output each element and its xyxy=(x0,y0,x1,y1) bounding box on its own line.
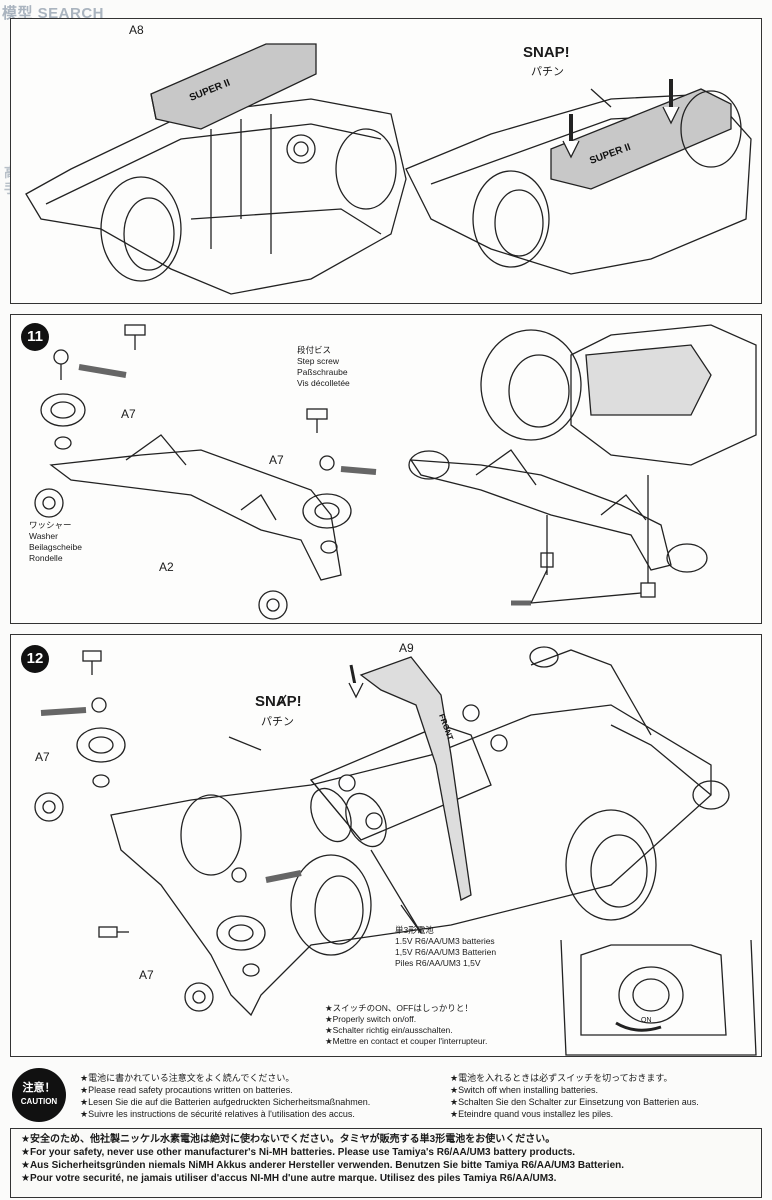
safety-notice-box: ★安全のため、他社製ニッケル水素電池は絶対に使わないでください。タミヤが販売する… xyxy=(10,1128,762,1198)
battery-label: 単3形電池 1.5V R6/AA/UM3 batteries 1,5V R6/A… xyxy=(395,925,497,968)
panel-step-10: SUPER II SUPER II xyxy=(10,18,762,304)
panel-step-12: 12 xyxy=(10,634,762,1057)
label-a2: A2 xyxy=(159,560,174,574)
label-a8: A8 xyxy=(129,23,144,37)
washer-label: ワッシャー Washer Beilagscheibe Rondelle xyxy=(29,520,82,563)
notes-bottom: ★安全のため、他社製ニッケル水素電池は絶対に使わないでください。タミヤが販売する… xyxy=(21,1134,625,1184)
step-screw-label: 段付ビス Step screw Paßschraube Vis décollet… xyxy=(297,345,350,388)
label-a9: A9 xyxy=(399,641,414,655)
panel-step-11: 11 xyxy=(10,314,762,624)
snap-jp-label: パチン xyxy=(531,66,564,78)
notes-left: ★電池に書かれている注意文をよく読んでください。 ★Please read sa… xyxy=(80,1073,371,1119)
snap-label: SNAP! xyxy=(523,44,570,61)
switch-on-label: ON xyxy=(641,1017,652,1024)
label-a7-bottom: A7 xyxy=(139,968,154,982)
switch-note: ★スイッチのON、OFFはしっかりと！ ★Properly switch on/… xyxy=(325,1003,488,1046)
label-a7-top: A7 xyxy=(121,407,136,421)
snap-label: SNAP! xyxy=(255,693,302,710)
step-number-12: 12 xyxy=(21,645,49,673)
watermark: 模型 SEARCH xyxy=(2,5,105,22)
caution-badge: 注意！ CAUTION xyxy=(12,1068,66,1122)
label-a7-mid: A7 xyxy=(269,453,284,467)
chassis-drawing-1: SUPER II SUPER II xyxy=(25,43,752,295)
step-number-11: 11 xyxy=(21,323,49,351)
snap-jp-label: パチン xyxy=(261,716,294,728)
label-a7-top: A7 xyxy=(35,750,50,764)
chassis-drawing-2 xyxy=(34,324,757,620)
chassis-drawing-3: FRONT xyxy=(34,646,757,1056)
notes-right: ★電池を入れるときは必ずスイッチを切っておきます。 ★Switch off wh… xyxy=(450,1073,699,1119)
